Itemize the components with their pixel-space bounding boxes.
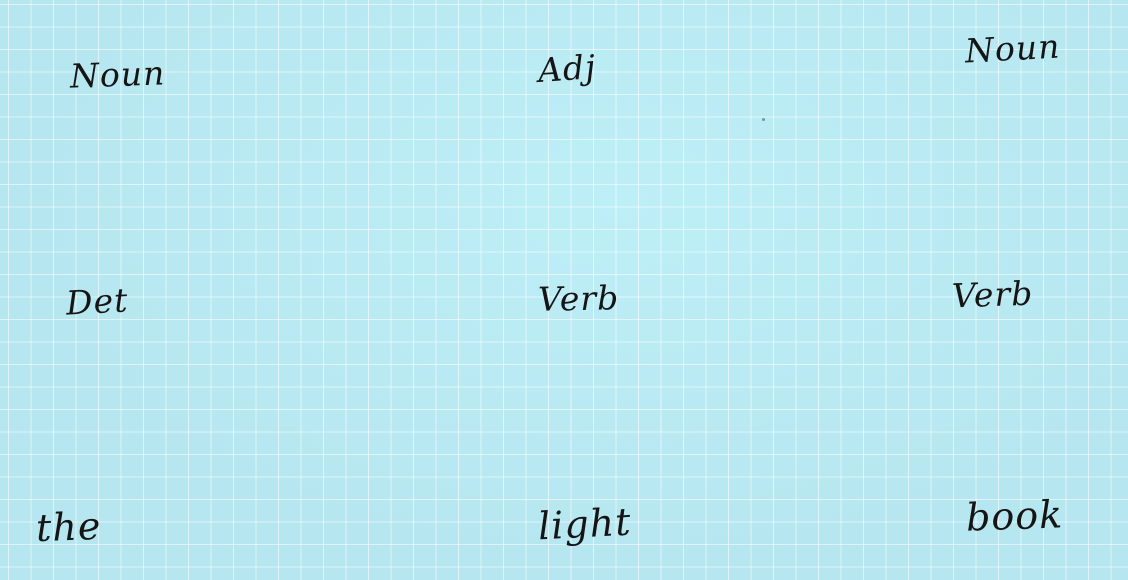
tag-verb-2: Verb [951,273,1034,316]
token-the: the [35,503,102,551]
tag-verb-1: Verb [537,278,620,319]
ink-speck [762,118,765,121]
tag-noun-1: Noun [69,53,166,96]
tag-adj: Adj [536,47,598,90]
token-light: light [536,499,633,549]
tag-det: Det [65,280,130,323]
token-book: book [965,492,1064,540]
tag-noun-2: Noun [964,26,1062,71]
